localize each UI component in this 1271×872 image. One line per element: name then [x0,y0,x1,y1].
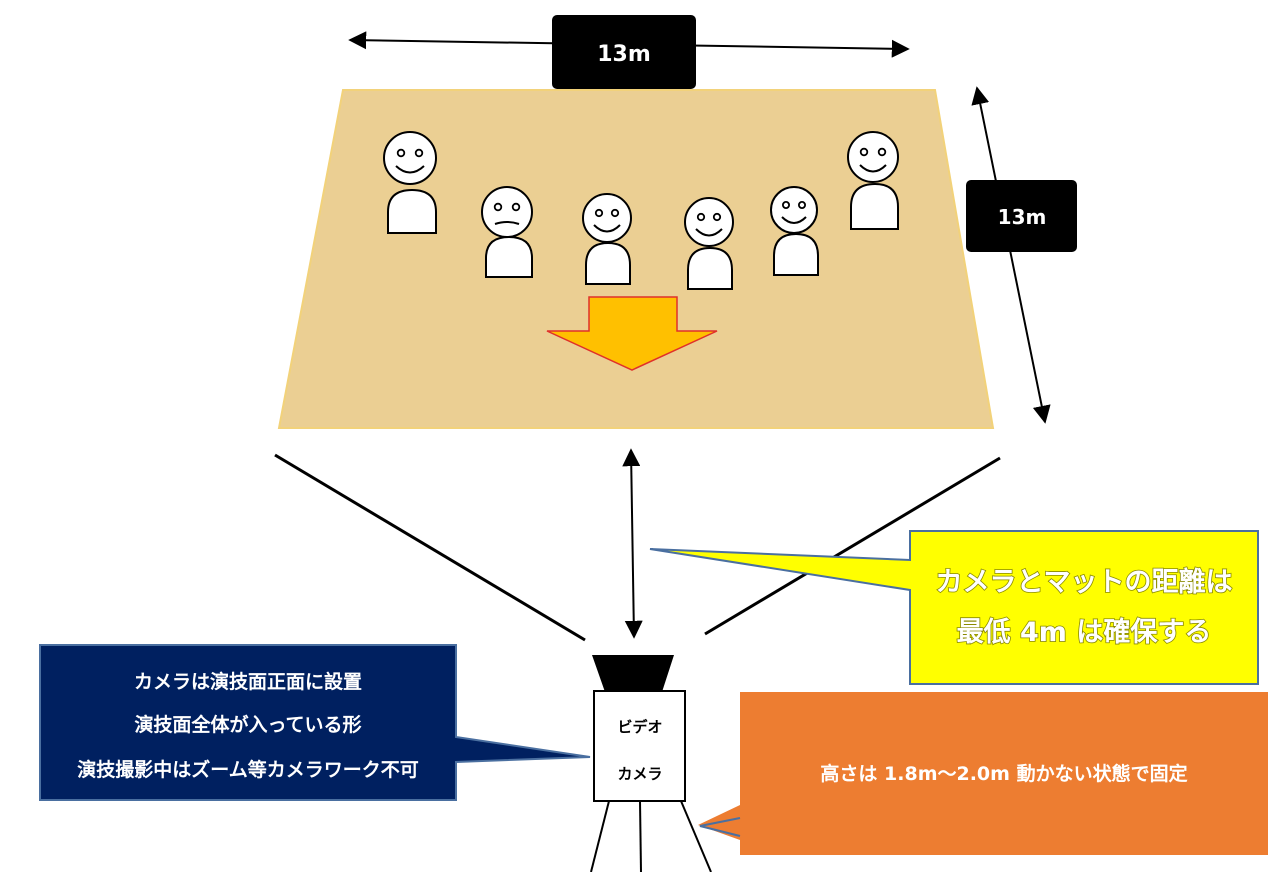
person-mouth [859,164,887,173]
depth-label-box [966,180,1077,252]
person-mouth [593,224,621,233]
person-1 [383,131,437,234]
depth-label: 13m [998,205,1047,229]
distance-callout-shape [649,530,1259,685]
person-head [582,193,632,243]
person-eye [877,147,887,157]
camera-lens [592,655,674,692]
person-body [585,241,631,285]
person-eye [696,212,706,222]
placement-callout-shape [39,644,591,801]
person-body [687,246,733,290]
person-body [387,188,437,234]
person-6 [847,131,899,230]
person-5 [770,186,819,276]
person-eye [493,202,503,212]
person-eye [396,148,406,158]
person-mouth [395,165,425,174]
height-callout-notch-border [699,817,741,837]
distance-arrow [622,448,643,639]
distance-callout-line1: カメラとマットの距離は [936,566,1233,598]
width-label: 13m [597,42,651,67]
tripod-leg-left [590,800,610,872]
person-head [770,186,818,234]
distance-callout-line2: 最低 4m は確保する [957,616,1212,648]
tripod-leg-right [680,800,712,872]
person-head [383,131,437,185]
camera-label-line2: カメラ [617,765,662,783]
person-body [773,232,819,276]
person-eye [594,208,604,218]
width-label-box [552,15,696,89]
person-eye [610,208,620,218]
height-callout-shape [698,692,1268,855]
person-mouth [494,221,520,225]
placement-callout-line1: カメラは演技面正面に設置 [134,670,362,693]
person-2 [481,186,533,278]
placement-callout-line2: 演技面全体が入っている形 [134,713,361,736]
person-eye [782,200,791,209]
tripod-leg-center [639,800,642,872]
height-callout-text: 高さは 1.8m～2.0m 動かない状態で固定 [820,762,1187,785]
camera-label-line1: ビデオ [617,718,662,736]
person-head [847,131,899,183]
camera-body [593,690,686,802]
view-line-left [274,453,586,642]
person-body [485,235,533,278]
placement-callout-line3: 演技撮影中はズーム等カメラワーク不可 [77,758,418,781]
person-4 [684,197,734,290]
person-head [481,186,533,238]
facing-arrow [546,296,718,371]
depth-arrow [971,86,1051,424]
person-eye [712,212,722,222]
person-eye [414,148,424,158]
person-eye [511,202,521,212]
person-mouth [695,228,723,237]
person-eye [798,200,807,209]
person-head [684,197,734,247]
person-mouth [781,216,807,224]
person-eye [859,147,869,157]
person-3 [582,193,632,285]
person-body [850,182,899,230]
view-line-right [704,456,1001,636]
mat-area [277,89,995,429]
